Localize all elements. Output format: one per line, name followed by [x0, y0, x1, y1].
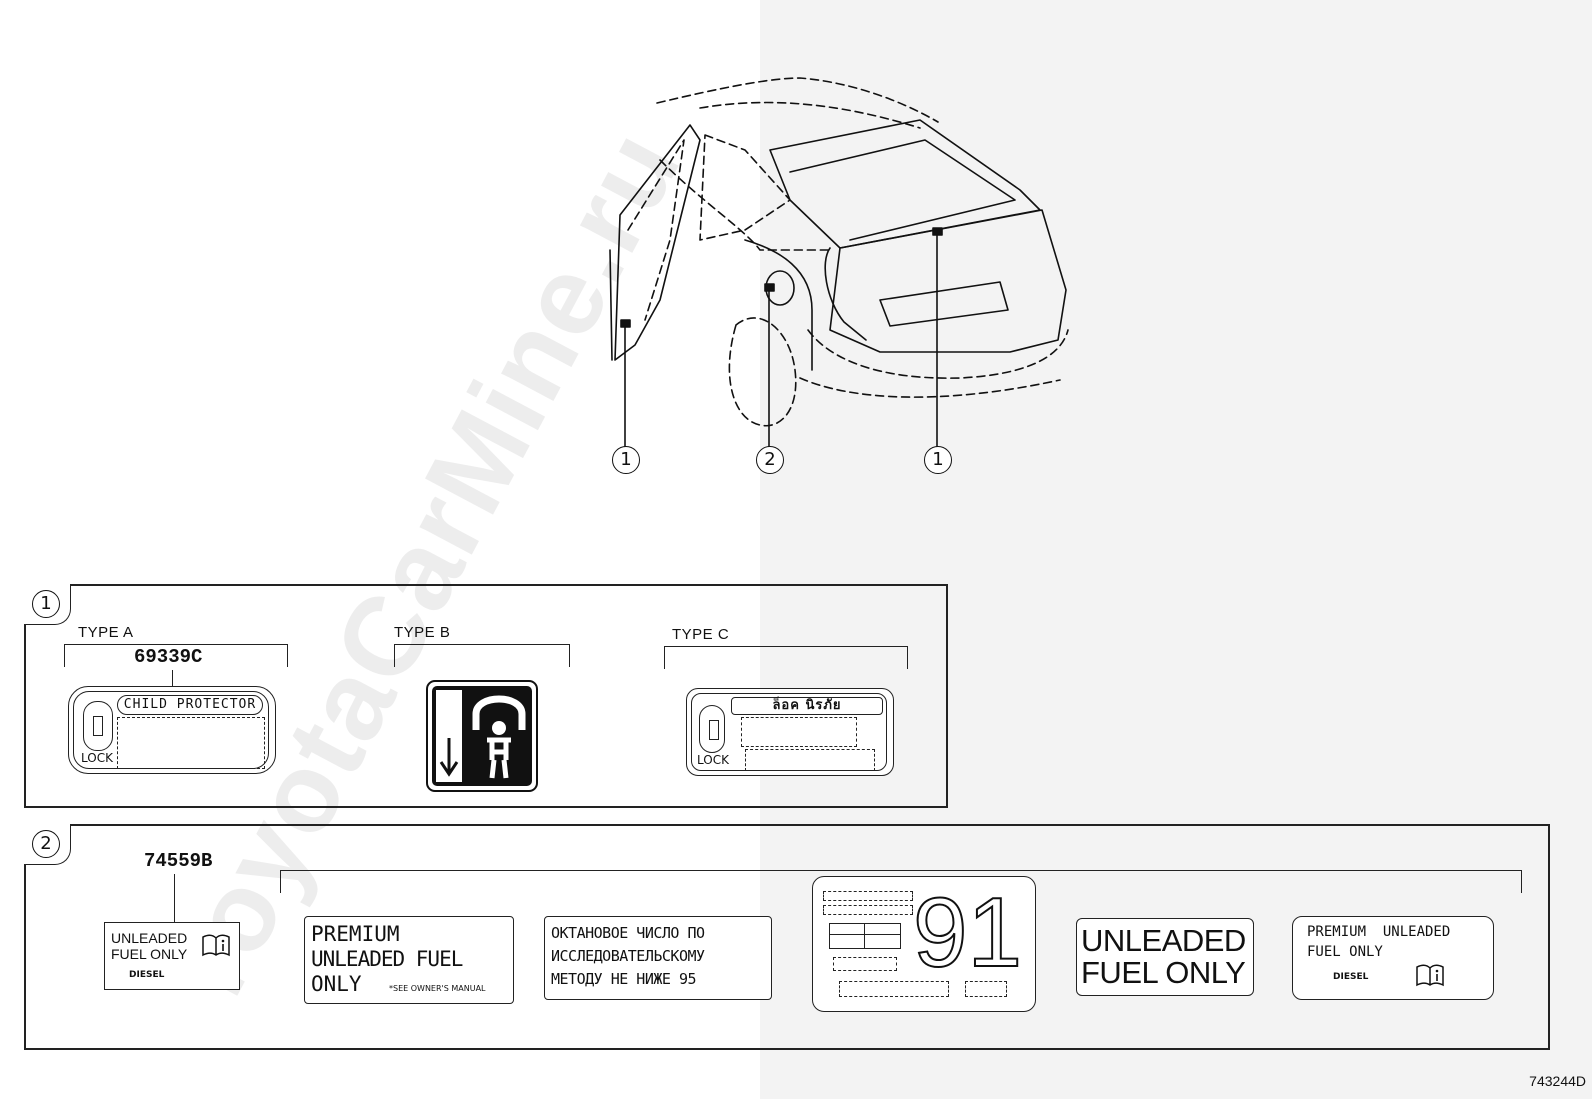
- label-4-octane-number: 91: [912, 877, 1023, 987]
- label-3-line3: МЕТОДУ НЕ НИЖЕ 95: [551, 970, 697, 988]
- bumper-lower: [799, 377, 1061, 398]
- type-b-label: TYPE B: [394, 624, 451, 641]
- fuel-label-leader: [174, 874, 176, 922]
- marker-door: [620, 319, 631, 328]
- body-side: [659, 159, 831, 251]
- type-c-text-area-1: [741, 717, 857, 747]
- type-a-lock-slot: [83, 701, 113, 751]
- fuel-label-octane-91: 91: [812, 876, 1036, 1012]
- label-4-text-bar-1: [823, 891, 913, 901]
- type-a-child-protector-label: LOCK CHILD PROTECTOR: [68, 686, 276, 774]
- owners-manual-icon: [202, 934, 230, 957]
- owners-manual-icon: [1416, 964, 1444, 987]
- marker-hatch: [932, 227, 943, 236]
- door-edge: [609, 249, 613, 361]
- door-inner: [627, 139, 685, 321]
- side-window: [699, 134, 791, 241]
- type-a-bracket: [64, 644, 288, 667]
- rear-window: [769, 119, 1041, 249]
- type-c-thai-lock-label: LOCK ล็อค นิรภัย: [686, 688, 894, 776]
- label-3-line1: ОКТАНОВОЕ ЧИСЛО ПО: [551, 924, 705, 942]
- label-3-line2: ИССЛЕДОВАТЕЛЬСКОМУ: [551, 947, 705, 965]
- type-b-bracket: [394, 644, 570, 667]
- label-2-line1: PREMIUM: [311, 922, 400, 946]
- panel-1-tab: 1: [24, 584, 71, 625]
- fuel-label-part-number: 74559B: [144, 850, 213, 872]
- type-c-text-area-2: [745, 749, 875, 771]
- callout-1-door: 1: [612, 446, 640, 474]
- type-a-leader: [172, 670, 174, 686]
- callout-1-hatch: 1: [924, 446, 952, 474]
- fuel-label-variants-bracket: [280, 870, 1522, 893]
- label-2-line2: UNLEADED FUEL: [311, 947, 463, 971]
- panel-2-callout: 2: [32, 830, 60, 858]
- type-a-text-area: [117, 717, 265, 769]
- roof-outline: [656, 77, 939, 123]
- fuel-label-unleaded-diesel: UNLEADED FUEL ONLY DIESEL: [104, 922, 240, 990]
- rear-fender: [744, 239, 813, 371]
- taillight: [824, 247, 867, 341]
- type-c-label: TYPE C: [672, 626, 730, 643]
- type-c-bracket: [664, 646, 908, 669]
- panel-fuel-labels: 2 74559B UNLEADED FUEL ONLY DIESEL PREMI…: [24, 824, 1550, 1050]
- fuel-label-premium-unleaded-diesel: PREMIUM UNLEADED FUEL ONLY DIESEL: [1292, 916, 1494, 1000]
- rear-wheel: [728, 317, 797, 427]
- label-6-line2: FUEL ONLY: [1307, 944, 1383, 960]
- label-5-line1: UNLEADED: [1081, 923, 1246, 958]
- diagram-code: 743244D: [1529, 1073, 1586, 1089]
- label-4-text-bar-4: [839, 981, 949, 997]
- label-1-line2: FUEL ONLY: [111, 946, 188, 962]
- panel-2-tab: 2: [24, 824, 71, 865]
- label-1-line1: UNLEADED: [111, 930, 188, 946]
- callout-2-fuel: 2: [756, 446, 784, 474]
- label-4-text-bar-3: [833, 957, 897, 971]
- type-b-padlock-label: [426, 680, 538, 792]
- label-6-diesel-text: DIESEL: [1333, 972, 1369, 982]
- type-a-label: TYPE A: [78, 624, 134, 641]
- label-4-text-bar-5: [965, 981, 1007, 997]
- label-4-boxes: [829, 923, 901, 949]
- open-door: [614, 124, 701, 361]
- type-a-header: CHILD PROTECTOR: [117, 695, 263, 715]
- type-c-lock-slot: [699, 705, 725, 753]
- panel-1-callout: 1: [32, 590, 60, 618]
- padlock-child-icon: [426, 680, 538, 792]
- type-c-header: ล็อค นิรภัย: [731, 697, 883, 715]
- label-6-line1: PREMIUM UNLEADED: [1307, 924, 1451, 940]
- fuel-label-premium-unleaded: PREMIUM UNLEADED FUEL ONLY *SEE OWNER'S …: [304, 916, 514, 1004]
- panel-child-protector-labels: 1 TYPE A 69339C LOCK CHILD PROTECTOR TYP…: [24, 584, 948, 808]
- label-2-note: *SEE OWNER'S MANUAL: [389, 984, 486, 993]
- type-a-lock-text: LOCK: [81, 751, 113, 765]
- roof-center: [699, 101, 921, 129]
- car-rear-view-illustration: [609, 77, 1069, 449]
- label-5-line2: FUEL ONLY: [1081, 955, 1246, 990]
- label-2-line3: ONLY: [311, 972, 362, 996]
- rear-window-inner: [789, 139, 1016, 241]
- label-4-text-bar-2: [823, 905, 913, 915]
- fuel-label-unleaded-fuel-only: UNLEADED FUEL ONLY: [1076, 918, 1254, 996]
- marker-fuel: [764, 283, 775, 292]
- type-c-lock-text: LOCK: [697, 753, 729, 767]
- fuel-label-russian-octane: ОКТАНОВОЕ ЧИСЛО ПО ИССЛЕДОВАТЕЛЬСКОМУ МЕ…: [544, 916, 772, 1000]
- label-1-diesel-text: DIESEL: [129, 970, 165, 980]
- type-a-part-number: 69339C: [134, 646, 203, 668]
- license-plate: [879, 281, 1009, 327]
- hatch-outline: [829, 209, 1067, 353]
